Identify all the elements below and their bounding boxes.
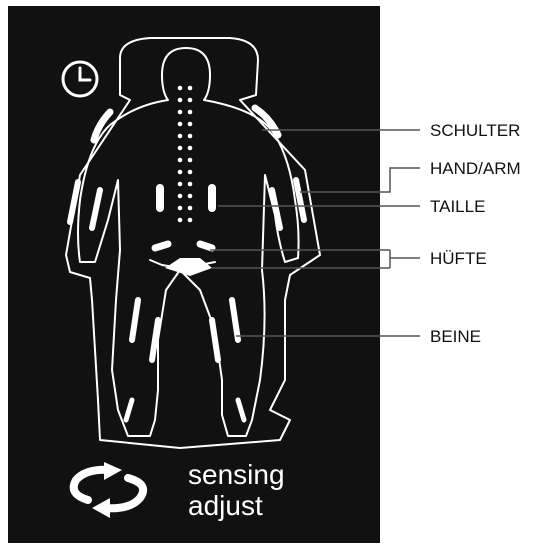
label-shoulder: SCHULTER	[430, 121, 520, 141]
hip-pad-right	[200, 244, 212, 248]
foot-pad-right	[238, 400, 244, 420]
arm-pad-right-2	[272, 190, 280, 228]
mode-label: sensing adjust	[188, 459, 285, 521]
label-hip: HÜFTE	[430, 249, 487, 269]
hip-pad-center	[165, 258, 212, 276]
hip-pad-left	[155, 244, 168, 248]
label-legs: BEINE	[430, 327, 481, 347]
shoulder-pad-right	[255, 108, 278, 135]
leader-lines	[210, 130, 420, 336]
clock-icon	[63, 62, 97, 96]
leg-pad-right-2	[212, 320, 218, 360]
leader-hand-arm	[300, 168, 420, 192]
arm-pad-left-2	[92, 190, 100, 228]
foot-pad-left	[126, 400, 132, 420]
mode-line-1: sensing	[188, 459, 285, 490]
leg-pad-left-1	[132, 300, 138, 340]
mode-line-2: adjust	[188, 490, 285, 521]
spine-dots	[178, 86, 193, 223]
label-hand-arm: HAND/ARM	[430, 159, 521, 179]
body-outline	[78, 48, 299, 436]
label-waist: TAILLE	[430, 197, 485, 217]
arm-pad-left-1	[70, 182, 78, 222]
chair-outline	[66, 38, 320, 448]
leg-pad-right-1	[232, 300, 238, 340]
